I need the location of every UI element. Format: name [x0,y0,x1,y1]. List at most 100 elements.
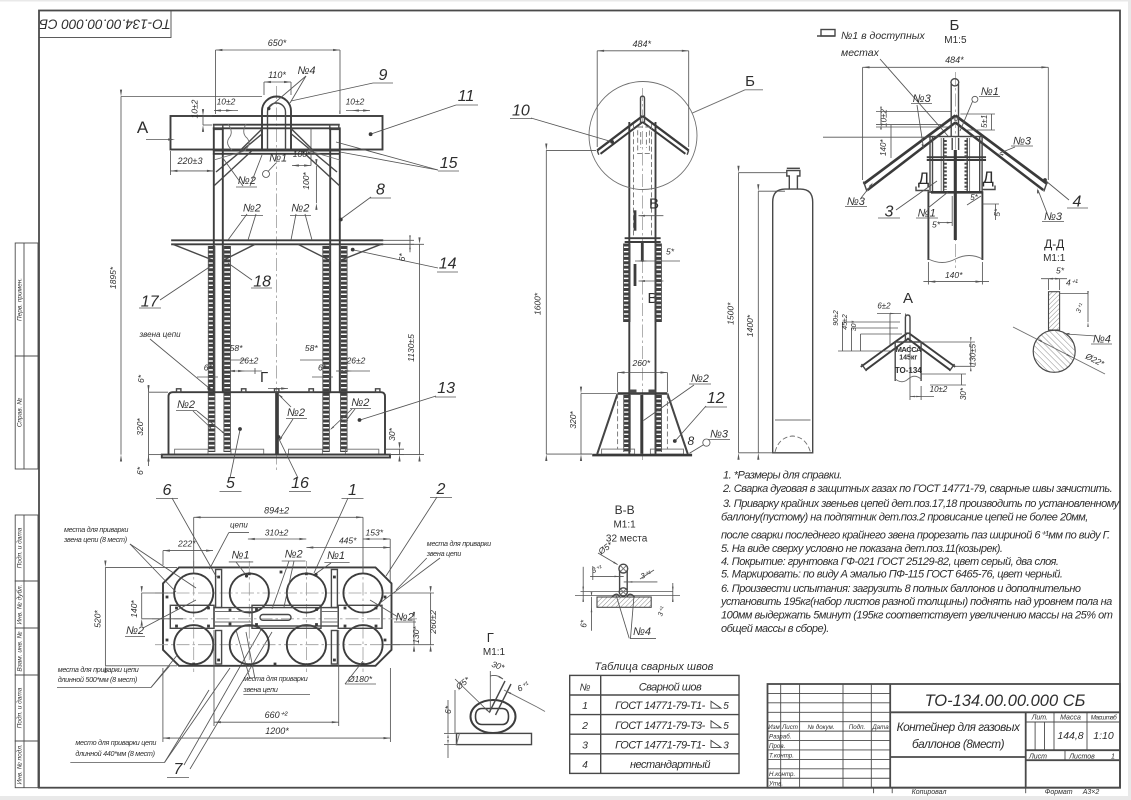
svg-text:установить 195кг(набор листов: установить 195кг(набор листов разной тол… [720,596,1112,608]
svg-text:Инв. № подл.: Инв. № подл. [16,744,24,785]
svg-text:Инв. № дубл.: Инв. № дубл. [16,584,24,624]
svg-text:А: А [903,290,913,307]
svg-text:6±2: 6±2 [877,302,891,311]
svg-text:Лит.: Лит. [1031,715,1048,722]
svg-text:№3: №3 [913,93,932,105]
svg-text:Сварной шов: Сварной шов [639,681,702,693]
svg-text:Дата: Дата [871,724,889,731]
svg-text:Копировал: Копировал [912,789,947,796]
svg-text:Перв. примен.: Перв. примен. [17,278,24,321]
svg-text:Формат: Формат [1045,789,1073,796]
svg-text:№2: №2 [351,397,369,409]
svg-text:№2: №2 [291,202,309,214]
svg-text:Контейнер для газовых: Контейнер для газовых [897,720,1021,734]
svg-text:5*: 5* [932,220,941,230]
svg-text:260*: 260* [632,358,651,368]
svg-text:320*: 320* [568,411,578,429]
svg-text:18: 18 [253,273,271,290]
svg-text:140*: 140* [945,270,963,280]
svg-text:№1: №1 [981,86,999,98]
svg-text:4: 4 [582,760,588,771]
svg-text:6*: 6* [136,374,146,383]
svg-text:6*: 6* [580,619,589,627]
svg-text:1130±5: 1130±5 [406,334,416,362]
svg-text:ГОСТ 14771-79-Т1-: ГОСТ 14771-79-Т1- [615,700,706,712]
svg-text:Т.контр.: Т.контр. [769,752,794,759]
svg-text:№: № [580,682,591,693]
svg-text:3⁺¹: 3⁺¹ [590,563,604,575]
svg-text:№1: №1 [918,207,936,219]
svg-text:5: 5 [723,701,729,712]
svg-text:А3×2: А3×2 [1082,789,1100,796]
svg-text:5*: 5* [666,247,675,257]
svg-text:12: 12 [707,390,725,407]
svg-text:484*: 484* [945,55,964,65]
svg-text:140*: 140* [129,600,139,618]
svg-text:2. Сварка дуговая в защитных г: 2. Сварка дуговая в защитных газах по ГО… [722,483,1112,495]
svg-text:484*: 484* [633,39,652,49]
svg-text:13: 13 [437,380,455,397]
svg-text:№1 в доступных: №1 в доступных [841,30,925,42]
svg-text:Ø180*: Ø180* [347,674,373,684]
svg-text:6*: 6* [204,363,213,373]
svg-text:Д-Д: Д-Д [1044,237,1064,251]
svg-text:№3: №3 [847,196,866,208]
svg-text:длинной 440*мм (8 мест): длинной 440*мм (8 мест) [75,749,154,758]
svg-text:Д: Д [918,170,929,188]
svg-text:4: 4 [1073,193,1082,210]
svg-text:17: 17 [141,293,160,310]
svg-text:4⁺¹: 4⁺¹ [1066,278,1078,288]
svg-text:№3: №3 [1013,135,1032,147]
svg-text:1600*: 1600* [532,292,542,315]
svg-text:10±2: 10±2 [880,109,889,127]
svg-text:11: 11 [458,88,475,105]
svg-text:№2: №2 [126,625,144,637]
svg-text:Справ. №: Справ. № [17,398,24,428]
svg-text:1895*: 1895* [108,266,118,289]
svg-text:1. *Размеры для справки.: 1. *Размеры для справки. [723,470,842,482]
svg-text:5*: 5* [993,208,1002,216]
svg-text:6*: 6* [135,466,145,475]
svg-text:7: 7 [174,761,184,778]
svg-text:16: 16 [291,475,309,492]
svg-text:Лиcт: Лиcт [1028,753,1047,760]
svg-text:26±2: 26±2 [346,355,366,365]
svg-text:Лист: Лист [781,724,798,731]
svg-text:М1:1: М1:1 [1043,253,1066,264]
svg-text:650*: 650* [268,38,287,48]
svg-text:Масса: Масса [1060,715,1081,722]
svg-text:5*: 5* [970,193,978,202]
svg-text:№1: №1 [269,153,287,165]
svg-text:звена цепи: звена цепи [242,685,277,694]
svg-text:3: 3 [884,203,893,220]
svg-text:90±2: 90±2 [833,310,840,326]
svg-text:10±2: 10±2 [930,385,948,394]
svg-text:Масштаб: Масштаб [1091,715,1117,722]
svg-text:звена цепи: звена цепи [426,549,461,558]
svg-text:110*: 110* [268,70,286,80]
svg-text:3. Приварку крайних звеньев це: 3. Приварку крайних звеньев цепей дет.по… [723,498,1121,510]
svg-text:10: 10 [512,103,530,120]
svg-text:№3: №3 [710,429,729,441]
svg-text:ТО-134: ТО-134 [895,366,922,375]
svg-text:100*: 100* [301,172,311,190]
svg-text:4. Покрытие: грунтовка ГФ-021: 4. Покрытие: грунтовка ГФ-021 ГОСТ 25129… [721,556,1059,568]
svg-text:№2: №2 [691,373,709,385]
svg-text:ГОСТ 14771-79-Т1-: ГОСТ 14771-79-Т1- [615,739,706,751]
svg-text:Взам. инв. №: Взам. инв. № [17,631,24,671]
svg-text:Подп. и дата: Подп. и дата [16,687,24,728]
svg-text:30*: 30* [851,320,858,331]
svg-text:30*: 30* [490,659,506,673]
svg-text:после сварки последнего крайне: после сварки последнего крайнего звена п… [721,530,1110,542]
svg-text:место для приварки цепи: место для приварки цепи [75,738,156,747]
svg-text:Н.контр.: Н.контр. [769,771,795,778]
svg-text:Пров.: Пров. [769,743,785,750]
svg-text:№4: №4 [633,626,651,638]
svg-text:5. Маркировать: по виду А эмал: 5. Маркировать: по виду А эмалью ПФ-115 … [721,569,1062,581]
svg-text:№2: №2 [287,407,305,419]
svg-text:цепи: цепи [230,520,248,529]
svg-text:1400*: 1400* [745,314,755,337]
svg-text:М1:5: М1:5 [944,35,967,46]
svg-text:30*: 30* [959,387,968,400]
svg-text:ТО-134.00.00.000 СБ: ТО-134.00.00.000 СБ [39,17,171,32]
